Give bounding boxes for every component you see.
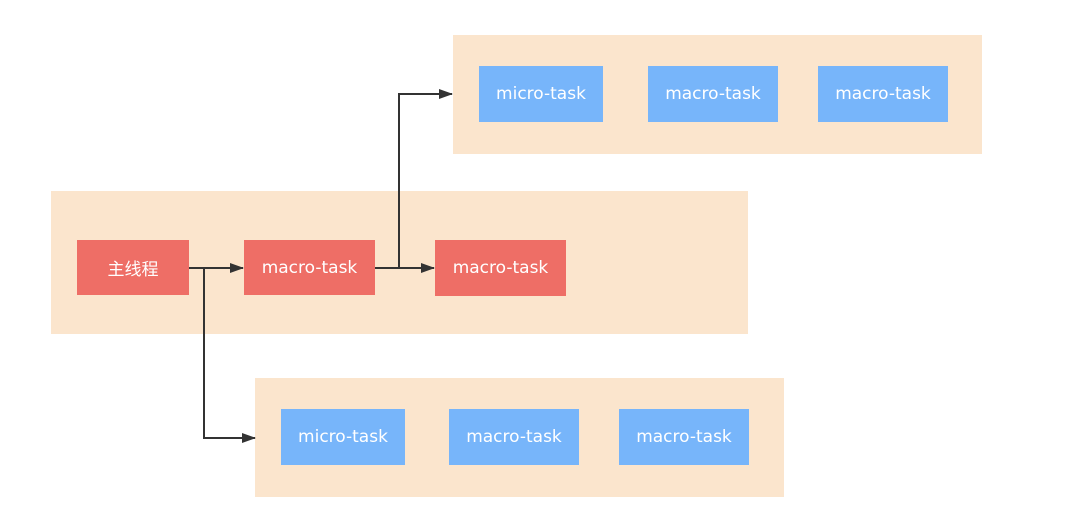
arrow-macro-to-top-queue [398,89,453,268]
top-queue-macro-task-1: macro-task [648,66,778,122]
current-macro-task-node: macro-task [244,240,375,295]
bottom-queue-macro-task-2: macro-task [619,409,749,465]
top-queue-macro-task-2: macro-task [818,66,948,122]
main-thread-node: 主线程 [77,240,189,295]
next-macro-task-node: macro-task [435,240,566,296]
bottom-queue-macro-task-1: macro-task [449,409,579,465]
top-queue-micro-task: micro-task [479,66,603,122]
arrow-main-to-bottom-queue [203,268,256,443]
bottom-queue-micro-task: micro-task [281,409,405,465]
